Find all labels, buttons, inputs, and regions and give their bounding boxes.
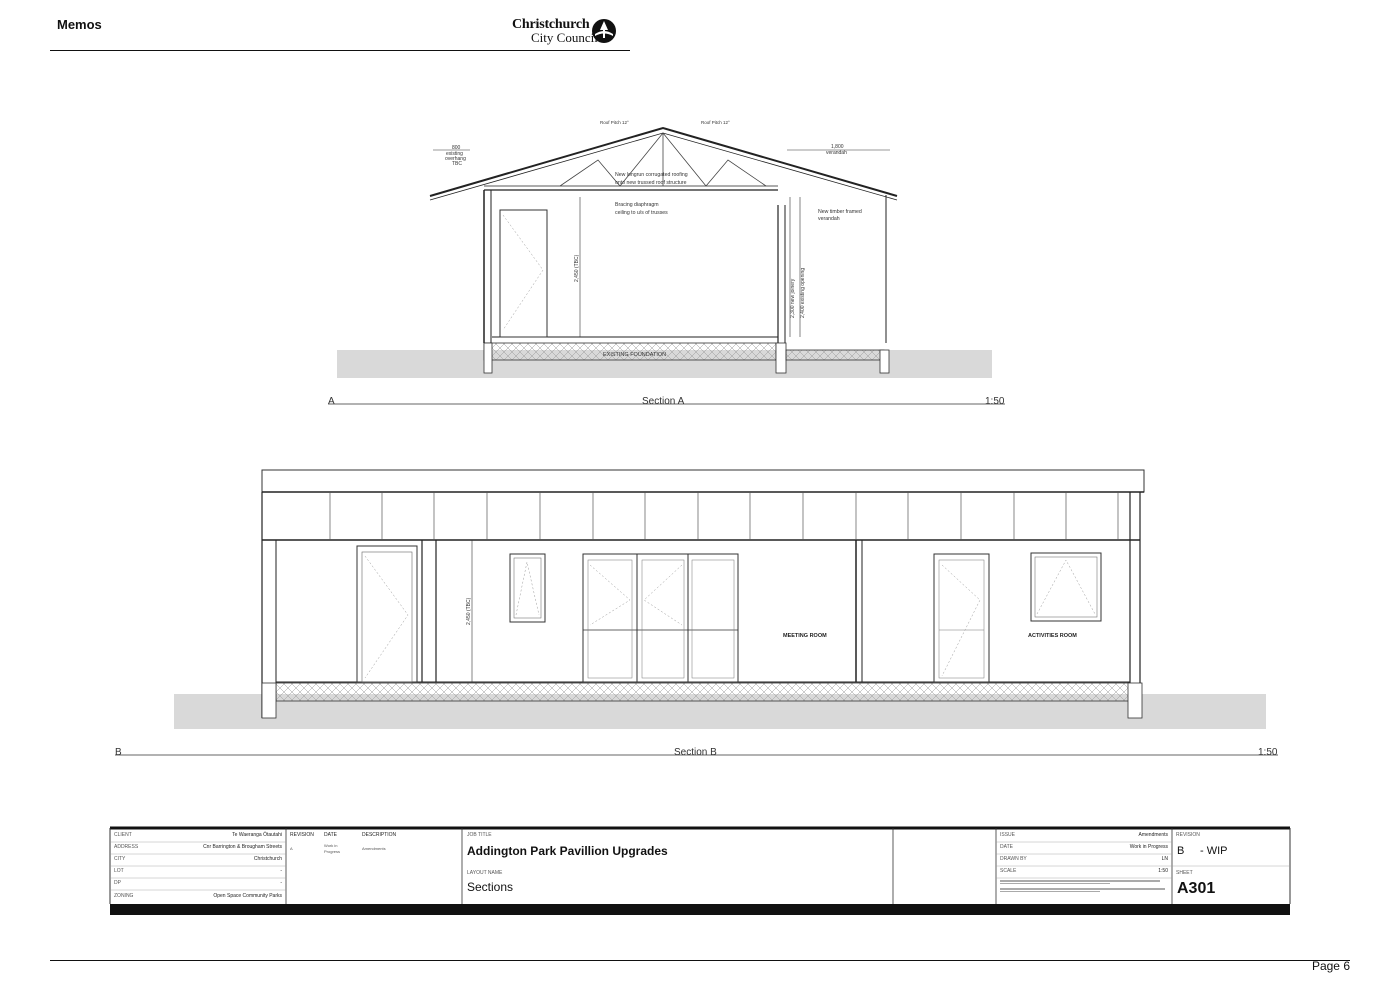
memos-heading: Memos [57, 17, 102, 32]
sheet-number: A301 [1177, 880, 1216, 897]
lot-label: LOT [114, 868, 124, 874]
verandah-dim-label: verandah [826, 150, 847, 156]
height-dim-b: 2,450 (TBC) [466, 597, 472, 625]
revision-row-rev: A [290, 846, 293, 851]
verandah-dim: 1,800 [831, 144, 844, 150]
revision-value: B [1177, 845, 1185, 857]
drawn-by-value: LN [1161, 856, 1168, 862]
issue-label: ISSUE [1000, 832, 1016, 838]
scale-label: SCALE [1000, 868, 1017, 874]
roof-pitch-left: Roof Pitch 12° [600, 120, 629, 125]
address-value: Cnr Barrington & Brougham Streets [203, 844, 282, 850]
height-dim-a: 2,450 (TBC) [574, 254, 580, 282]
issue-value: Amendments [1138, 832, 1168, 838]
sheet-label: SHEET [1176, 870, 1193, 876]
disclaimer-lines [1000, 879, 1168, 893]
footer-rule [50, 960, 1350, 961]
section-b-scale: 1:50 [1258, 747, 1278, 758]
zoning-label: ZONING [114, 893, 134, 899]
drawn-by-label: DRAWN BY [1000, 856, 1027, 862]
revision-row-description: Amendments [362, 846, 386, 851]
page-number: Page 6 [1311, 959, 1350, 973]
date-label: DATE [1000, 844, 1013, 850]
section-b-title: Section B [674, 747, 717, 758]
verandah-note-2: verandah [818, 216, 840, 222]
revision-row-date-1: Work in [324, 843, 338, 848]
address-label: ADDRESS [114, 844, 139, 850]
activities-room-label: ACTIVITIES ROOM [1028, 633, 1077, 639]
scale-value: 1:50 [1158, 868, 1168, 874]
lot-value: - [280, 868, 282, 874]
section-a-title: Section A [642, 396, 685, 407]
layout-name: Sections [467, 880, 514, 894]
existing-opening-dim: 2,400 existing opening [800, 268, 806, 318]
city-value: Christchurch [253, 856, 282, 862]
section-b-marker: B [115, 747, 122, 758]
revision-label: REVISION [1176, 832, 1200, 838]
council-logo: Christchurch City Council [512, 17, 622, 47]
title-block-frame [109, 826, 1291, 915]
foundation-label: EXISTING FOUNDATION [603, 352, 666, 358]
section-a-drawing [328, 126, 1005, 405]
bracing-note-1: Bracing diaphragm [615, 202, 659, 208]
verandah-note-1: New timber framed [818, 209, 862, 215]
job-title: Addington Park Pavillion Upgrades [467, 844, 668, 858]
job-title-label: JOB TITLE [467, 832, 492, 838]
date-value: Work in Progress [1129, 844, 1168, 850]
roofing-note-2: onto new trussed roof structure [615, 180, 687, 186]
city-label: CITY [114, 856, 126, 862]
client-label: CLIENT [114, 832, 132, 838]
roof-edge-b [261, 469, 1145, 493]
section-a-marker: A [328, 396, 335, 407]
overhang-note-1: existing [446, 151, 463, 157]
overhang-note-2: overhang [445, 156, 466, 162]
verandah-slab [785, 349, 885, 361]
logo-line1: Christchurch [512, 17, 590, 32]
cathedral-icon [592, 19, 616, 43]
dp-label: DP [114, 880, 121, 886]
header-rule [50, 50, 630, 51]
client-value: Te Waeranga Ōtautahi [232, 832, 282, 838]
roofing-note-1: New longrun corrugated roofing [615, 172, 688, 178]
new-joinery-dim: 2,300 new joinery [790, 278, 796, 318]
roof-pitch-right: Roof Pitch 12° [701, 120, 730, 125]
overhang-dim: 800 [452, 145, 461, 151]
bracing-note-2: ceiling to u/s of trusses [615, 210, 668, 216]
dp-value: - [280, 880, 282, 886]
logo-line2: City Council [531, 30, 598, 45]
foundation-b [275, 682, 1131, 702]
zoning-value: Open Space Community Parks [213, 893, 282, 899]
overhang-note-3: TBC [452, 161, 462, 167]
revision-status: - WIP [1200, 845, 1228, 857]
section-b-drawing [115, 469, 1278, 756]
section-a-scale: 1:50 [985, 396, 1005, 407]
layout-name-label: LAYOUT NAME [467, 870, 503, 876]
meeting-room-label: MEETING ROOM [783, 633, 827, 639]
description-column-header: DESCRIPTION [362, 832, 397, 838]
revision-row-date-2: Progress [324, 849, 341, 854]
revision-column-header: REVISION [290, 832, 314, 838]
date-column-header: DATE [324, 832, 337, 838]
